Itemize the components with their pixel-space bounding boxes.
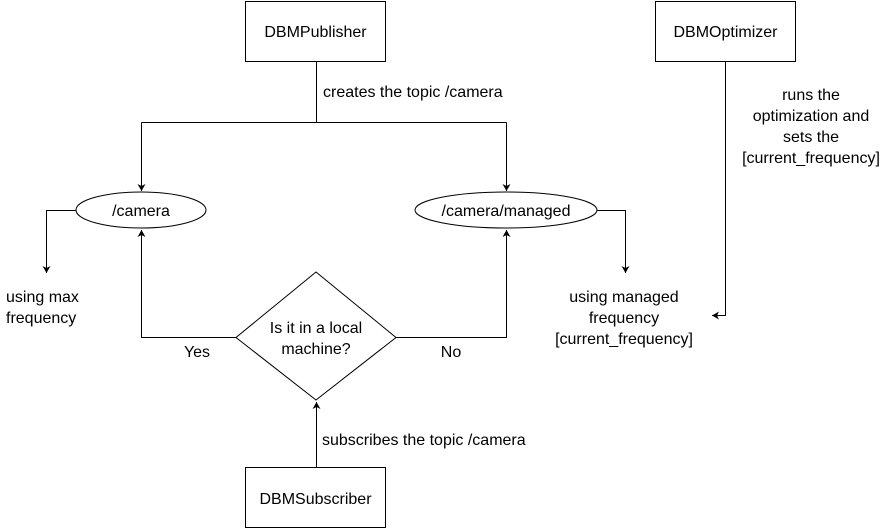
optimizer-box bbox=[655, 1, 796, 62]
decision-line-1: Is it in a local bbox=[270, 320, 362, 337]
optimizer-note-line-2: optimization and bbox=[753, 108, 870, 125]
creates-edge-label: creates the topic /camera bbox=[323, 84, 503, 101]
arrow-to-max-output bbox=[42, 210, 76, 273]
decision-line-2: machine? bbox=[281, 341, 350, 358]
subscriber-box bbox=[245, 467, 386, 528]
yes-label: Yes bbox=[184, 344, 210, 361]
max-output-line-2: frequency bbox=[6, 310, 76, 327]
subscribes-edge-label: subscribes the topic /camera bbox=[322, 432, 526, 449]
camera-topic-label: /camera bbox=[112, 203, 170, 220]
optimizer-connector bbox=[712, 61, 726, 320]
managed-topic-label: /camera/managed bbox=[442, 203, 571, 220]
optimizer-note-line-4: [current_frequency] bbox=[742, 150, 880, 167]
decision-node bbox=[235, 271, 397, 401]
subscriber-label: DBMSubscriber bbox=[259, 491, 372, 508]
no-branch bbox=[396, 230, 511, 338]
publisher-label: DBMPublisher bbox=[264, 24, 367, 41]
yes-branch bbox=[137, 230, 236, 338]
no-label: No bbox=[441, 344, 462, 361]
publisher-box bbox=[245, 1, 386, 62]
managed-output-line-2: frequency bbox=[589, 310, 659, 327]
managed-output-line-3: [current_frequency] bbox=[555, 331, 693, 348]
arrow-to-managed-output bbox=[597, 210, 630, 273]
managed-output-line-1: using managed bbox=[569, 289, 678, 306]
optimizer-note-line-3: sets the bbox=[783, 129, 839, 146]
optimizer-label: DBMOptimizer bbox=[673, 24, 778, 41]
max-output-line-1: using max bbox=[6, 289, 79, 306]
optimizer-note-line-1: runs the bbox=[782, 87, 840, 104]
